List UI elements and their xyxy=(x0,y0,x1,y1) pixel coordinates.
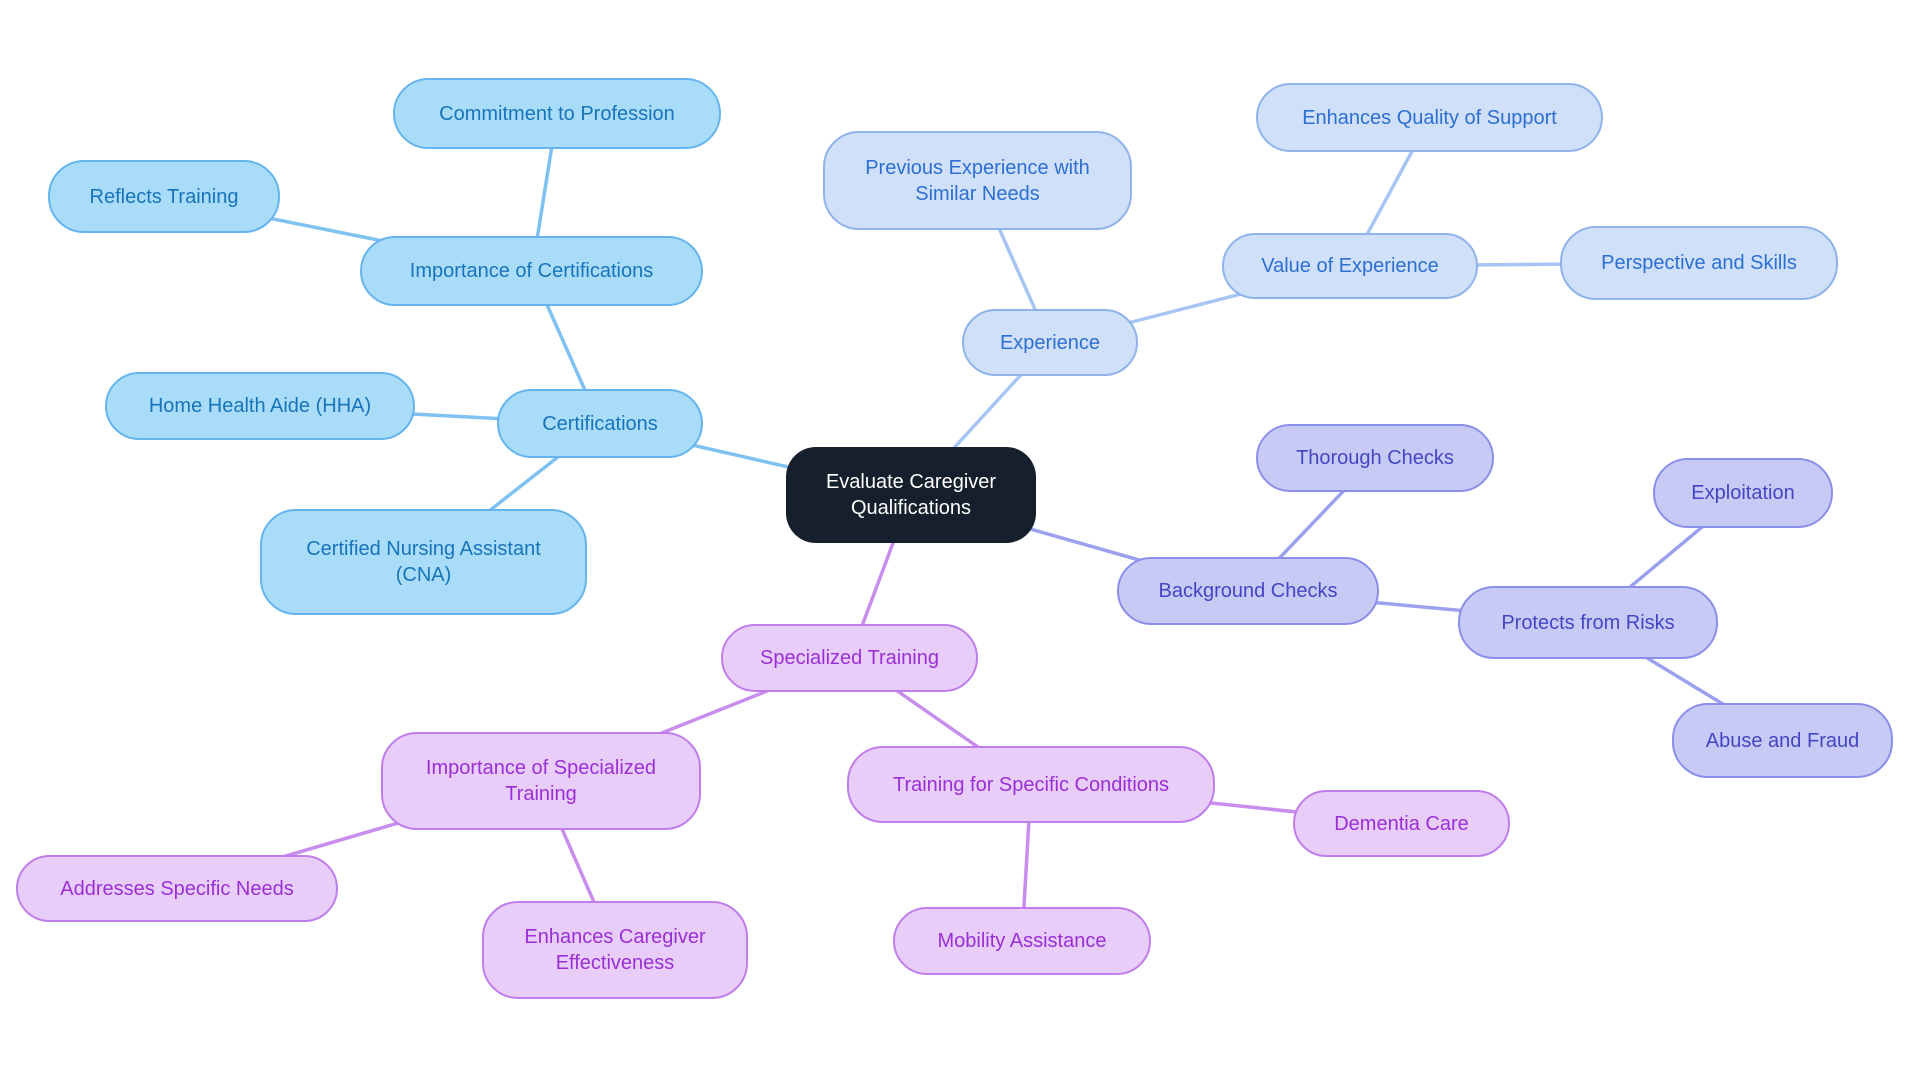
node-label: Certifications xyxy=(542,412,658,435)
node-certified-nursing-assistant[interactable]: Certified Nursing Assistant (CNA) xyxy=(260,509,587,615)
node-enhances-caregiver-effectiveness[interactable]: Enhances Caregiver Effectiveness xyxy=(482,901,748,999)
node-label: Exploitation xyxy=(1691,482,1795,504)
node-label: Home Health Aide (HHA) xyxy=(148,395,372,417)
node-label: Importance of Certifications xyxy=(409,260,654,282)
node-label: Importance of Specialized Training xyxy=(425,757,657,805)
node-thorough-checks[interactable]: Thorough Checks xyxy=(1256,424,1494,492)
node-evaluate-caregiver-qualifications[interactable]: Evaluate Caregiver Qualifications xyxy=(786,447,1036,543)
node-abuse-and-fraud[interactable]: Abuse and Fraud xyxy=(1672,703,1893,778)
node-label: Dementia Care xyxy=(1334,812,1469,835)
node-previous-experience[interactable]: Previous Experience with Similar Needs xyxy=(823,131,1132,230)
node-label: Protects from Risks xyxy=(1501,611,1675,634)
node-label: Thorough Checks xyxy=(1296,447,1454,469)
node-label: Reflects Training xyxy=(89,185,239,208)
node-reflects-training[interactable]: Reflects Training xyxy=(48,160,280,233)
node-home-health-aide[interactable]: Home Health Aide (HHA) xyxy=(105,372,415,440)
node-dementia-care[interactable]: Dementia Care xyxy=(1293,790,1510,857)
node-certifications[interactable]: Certifications xyxy=(497,389,703,458)
node-importance-of-certifications[interactable]: Importance of Certifications xyxy=(360,236,703,306)
node-label: Training for Specific Conditions xyxy=(892,773,1170,796)
node-mobility-assistance[interactable]: Mobility Assistance xyxy=(893,907,1151,975)
node-value-of-experience[interactable]: Value of Experience xyxy=(1222,233,1478,299)
node-perspective-and-skills[interactable]: Perspective and Skills xyxy=(1560,226,1838,300)
node-label: Abuse and Fraud xyxy=(1705,729,1860,752)
node-training-for-specific-conditions[interactable]: Training for Specific Conditions xyxy=(847,746,1215,823)
node-importance-of-specialized-training[interactable]: Importance of Specialized Training xyxy=(381,732,701,830)
node-label: Value of Experience xyxy=(1261,255,1439,277)
node-label: Perspective and Skills xyxy=(1601,252,1797,274)
node-label: Background Checks xyxy=(1158,580,1338,602)
node-label: Enhances Caregiver Effectiveness xyxy=(524,926,706,974)
node-label: Commitment to Profession xyxy=(439,102,675,125)
node-background-checks[interactable]: Background Checks xyxy=(1117,557,1379,625)
node-label: Mobility Assistance xyxy=(937,930,1107,952)
node-protects-from-risks[interactable]: Protects from Risks xyxy=(1458,586,1718,659)
node-addresses-specific-needs[interactable]: Addresses Specific Needs xyxy=(16,855,338,922)
node-commitment-to-profession[interactable]: Commitment to Profession xyxy=(393,78,721,149)
node-specialized-training[interactable]: Specialized Training xyxy=(721,624,978,692)
node-label: Enhances Quality of Support xyxy=(1302,106,1557,129)
node-label: Evaluate Caregiver Qualifications xyxy=(825,471,997,519)
node-experience[interactable]: Experience xyxy=(962,309,1138,376)
node-label: Experience xyxy=(999,331,1101,354)
node-label: Previous Experience with Similar Needs xyxy=(865,156,1090,205)
node-label: Addresses Specific Needs xyxy=(60,877,294,900)
node-exploitation[interactable]: Exploitation xyxy=(1653,458,1833,528)
node-label: Specialized Training xyxy=(760,647,939,669)
node-enhances-quality-of-support[interactable]: Enhances Quality of Support xyxy=(1256,83,1603,152)
node-label: Certified Nursing Assistant (CNA) xyxy=(306,538,541,586)
